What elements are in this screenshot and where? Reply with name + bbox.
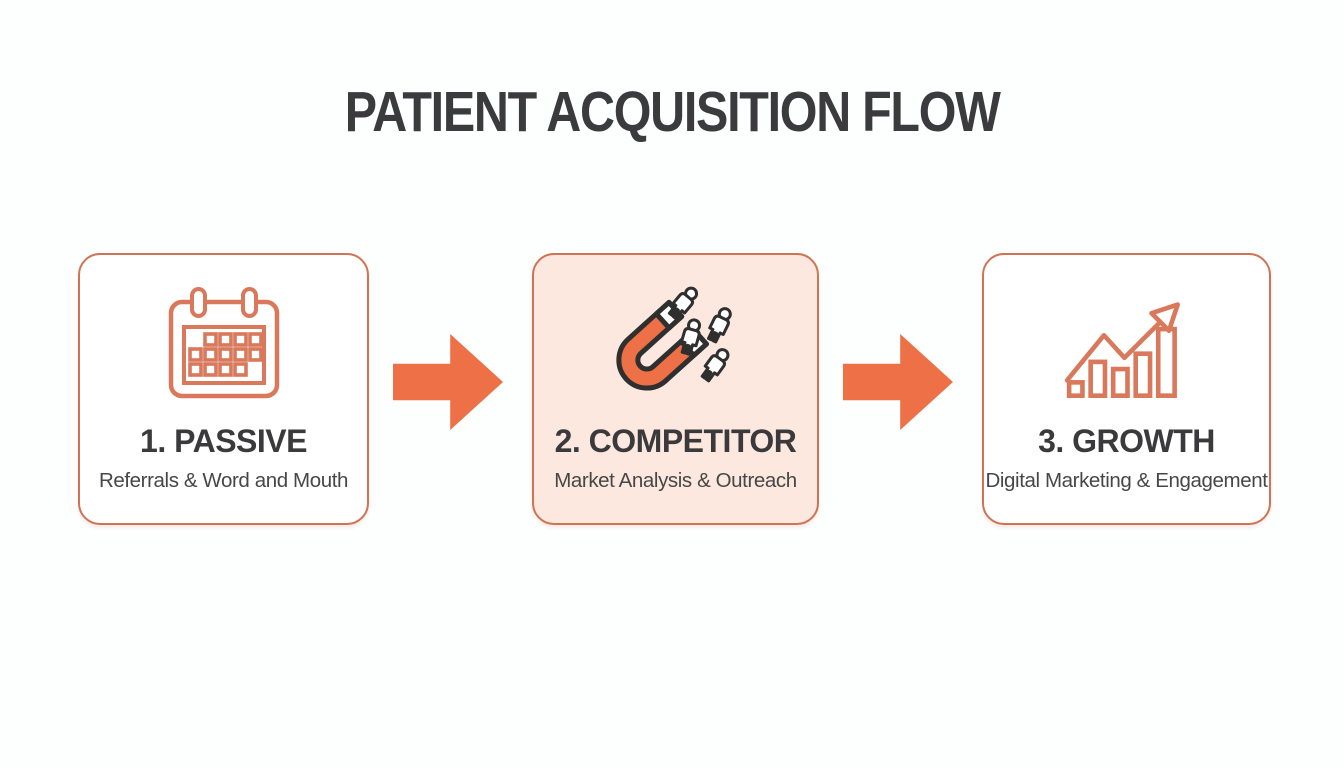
step-card-growth: 3. GROWTH Digital Marketing & Engagement <box>982 253 1271 525</box>
calendar-icon <box>163 269 285 421</box>
step-card-competitor: 2. COMPETITOR Market Analysis & Outreach <box>532 253 819 525</box>
step-heading: 2. COMPETITOR <box>554 423 797 459</box>
step-subtitle: Digital Marketing & Engagement <box>985 469 1268 492</box>
step-subtitle: Referrals & Word and Mouth <box>98 469 348 492</box>
step-heading: 3. GROWTH <box>1038 423 1215 459</box>
arrow-right-icon <box>843 334 953 430</box>
step-subtitle: Market Analysis & Outreach <box>554 469 797 492</box>
page-title-text: PATIENT ACQUISITION FLOW <box>344 80 1001 144</box>
step-card-passive: 1. PASSIVE Referrals & Word and Mouth <box>78 253 369 525</box>
arrow-right-icon <box>393 334 503 430</box>
step-heading: 1. PASSIVE <box>140 423 307 459</box>
growth-chart-icon <box>1063 269 1191 421</box>
magnet-icon <box>606 269 746 421</box>
page-title: PATIENT ACQUISITION FLOW <box>0 84 1344 141</box>
